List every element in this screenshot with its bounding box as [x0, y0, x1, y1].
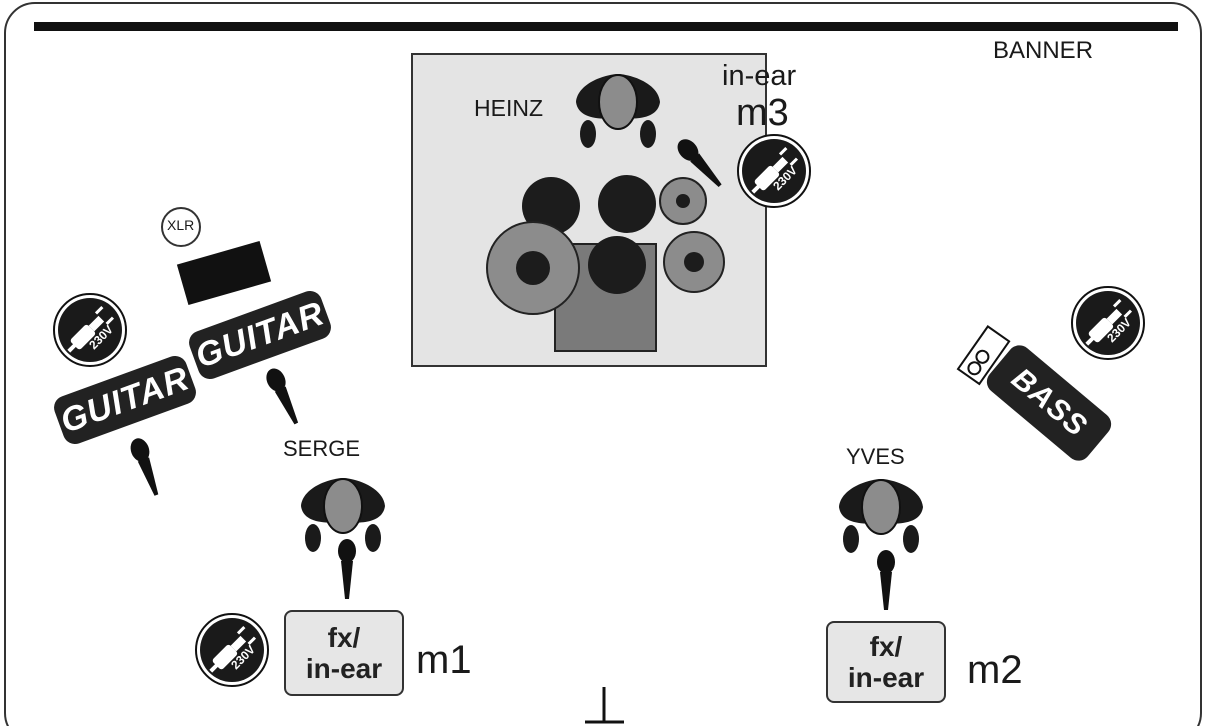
tom-left — [522, 177, 580, 235]
mic-yves — [877, 550, 895, 610]
drum-monitor-type: in-ear — [722, 60, 797, 92]
monitor-m2-line2: in-ear — [847, 662, 925, 693]
di-box-left — [176, 240, 272, 306]
tom-right — [598, 175, 656, 233]
banner-label: BANNER — [993, 37, 1094, 64]
mic-guitar-left — [127, 435, 165, 499]
snare-drum — [588, 236, 646, 294]
musician-label-serge: SERGE — [283, 436, 361, 461]
monitor-m1-id: m1 — [416, 638, 472, 682]
banner-bar — [34, 22, 1178, 31]
drum-monitor-id: m3 — [736, 92, 789, 134]
xlr-connector — [161, 207, 201, 247]
monitor-m2-id: m2 — [967, 648, 1023, 692]
mic-serge — [338, 539, 356, 599]
monitor-m1-line1: fx/ — [327, 621, 361, 653]
monitor-m1: fx/ in-ear — [284, 610, 404, 696]
stage-center-marker — [585, 687, 624, 724]
monitor-m1-line2: in-ear — [305, 653, 383, 684]
monitor-m2: fx/ in-ear — [826, 621, 946, 703]
musician-label-heinz: HEINZ — [474, 95, 543, 121]
di-icon — [956, 325, 1011, 386]
power-serge — [195, 613, 269, 687]
musician-yves — [838, 478, 924, 554]
xlr-label: XLR — [167, 217, 195, 233]
power-guitar — [53, 293, 127, 367]
monitor-m2-line1: fx/ — [869, 630, 903, 662]
mic-guitar-right — [262, 365, 305, 428]
stage-outline — [4, 2, 1202, 726]
musician-label-yves: YVES — [846, 444, 905, 469]
power-bass — [1071, 286, 1145, 360]
power-drums — [737, 134, 811, 208]
